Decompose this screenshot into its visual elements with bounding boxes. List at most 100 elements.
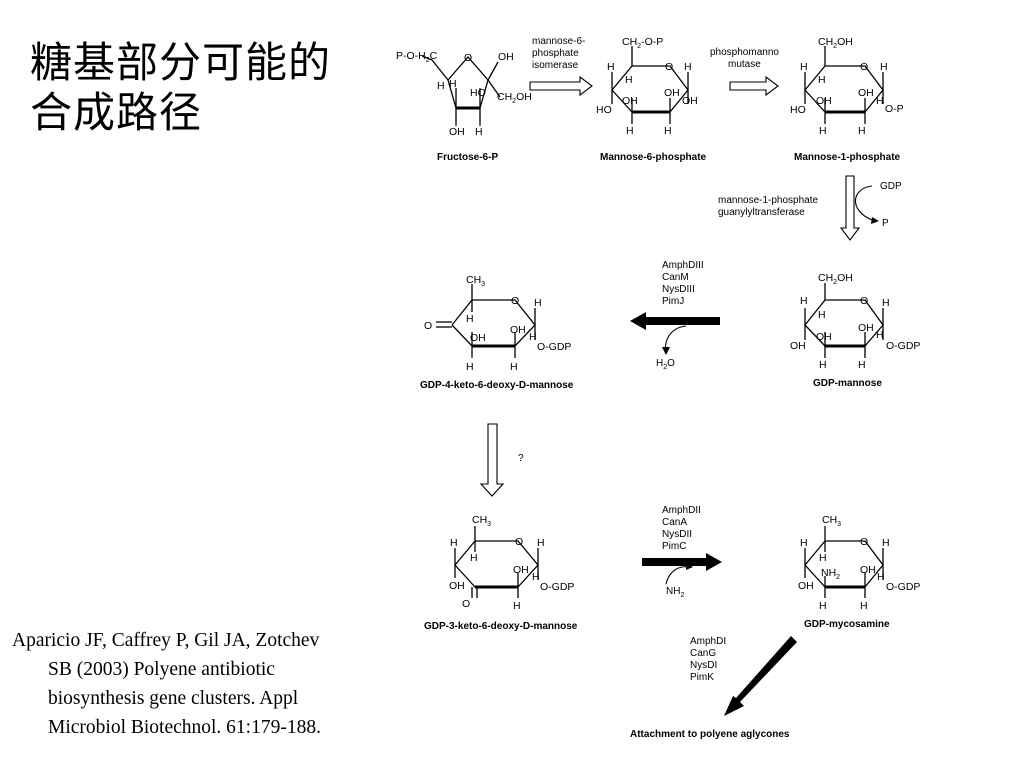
svg-text:H: H — [818, 309, 826, 321]
gdp-cofactor: GDP — [880, 181, 902, 192]
fructose-6p-label: Fructose-6-P — [437, 152, 498, 163]
svg-text:PimC: PimC — [662, 541, 686, 552]
final-step-label: Attachment to polyene aglycones — [630, 729, 790, 740]
water-curve — [664, 325, 687, 351]
gdp-curve — [854, 185, 873, 221]
svg-text:CH3: CH3 — [466, 274, 485, 288]
svg-text:H: H — [880, 61, 888, 73]
slide-title-line-1: 糖基部分可能的 — [30, 38, 332, 87]
svg-text:OH: OH — [682, 95, 698, 107]
svg-text:O: O — [515, 536, 523, 548]
mannose-1p-structure: CH2OH O H H H HO OH OH H O-P H H — [790, 36, 904, 137]
svg-text:H: H — [449, 78, 457, 90]
svg-text:O: O — [665, 61, 673, 73]
svg-text:H: H — [882, 297, 890, 309]
svg-text:H: H — [860, 600, 868, 612]
mutase-label: phosphomanno mutase — [710, 47, 779, 70]
mannose-1p-label: Mannose-1-phosphate — [794, 152, 901, 163]
arrow-step-2 — [729, 75, 779, 97]
unknown-enzyme: ? — [518, 453, 524, 464]
svg-text:NysDI: NysDI — [690, 660, 717, 671]
svg-text:O-GDP: O-GDP — [540, 581, 574, 593]
svg-text:H: H — [819, 359, 827, 371]
svg-text:mutase: mutase — [728, 59, 761, 70]
svg-text:CH2OH: CH2OH — [497, 91, 532, 105]
svg-text:H: H — [450, 537, 458, 549]
svg-text:H: H — [877, 571, 885, 583]
svg-text:H: H — [537, 537, 545, 549]
svg-text:H: H — [876, 329, 884, 341]
citation: Aparicio JF, Caffrey P, Gil JA, Zotchev … — [12, 626, 422, 742]
svg-text:H: H — [625, 74, 633, 86]
gdp-3keto-structure: CH3 O H H H OH OH H O-GDP O H — [449, 514, 574, 612]
arrow-step-3 — [839, 175, 861, 241]
svg-text:H: H — [466, 313, 474, 325]
svg-text:H: H — [532, 571, 540, 583]
svg-text:O: O — [860, 295, 868, 307]
arrow-step-4 — [630, 312, 720, 330]
arrow-step-1 — [529, 75, 593, 97]
svg-text:H: H — [534, 297, 542, 309]
svg-text:HO: HO — [596, 104, 612, 116]
citation-line-1: Aparicio JF, Caffrey P, Gil JA, Zotchev — [12, 630, 320, 651]
svg-text:O: O — [511, 295, 519, 307]
svg-text:phosphate: phosphate — [532, 48, 579, 59]
svg-text:H: H — [475, 126, 483, 138]
svg-text:O: O — [462, 598, 470, 610]
svg-text:H: H — [513, 600, 521, 612]
svg-text:NysDII: NysDII — [662, 529, 692, 540]
svg-text:OH: OH — [513, 564, 529, 576]
svg-text:P-O-H2C: P-O-H2C — [396, 50, 438, 64]
svg-text:OH: OH — [798, 580, 814, 592]
isomerase-label: mannose-6- phosphate isomerase — [532, 36, 585, 71]
mannose-6p-structure: CH2-O-P O H H H HO OH OH OH H H — [596, 36, 698, 137]
svg-text:H: H — [819, 600, 827, 612]
svg-text:OH: OH — [790, 340, 806, 352]
svg-text:HO: HO — [470, 87, 486, 99]
svg-text:H: H — [876, 95, 884, 107]
svg-text:H: H — [858, 125, 866, 137]
svg-text:H: H — [819, 552, 827, 564]
svg-text:isomerase: isomerase — [532, 60, 579, 71]
arrow-step-7 — [724, 636, 797, 716]
svg-text:OH: OH — [510, 324, 526, 336]
arrow-step-6 — [642, 553, 722, 571]
gdp-mycosamine-label: GDP-mycosamine — [804, 619, 890, 630]
svg-text:mannose-1-phosphate: mannose-1-phosphate — [718, 195, 819, 206]
svg-text:AmphDIII: AmphDIII — [662, 260, 704, 271]
svg-text:H: H — [664, 125, 672, 137]
svg-text:NH2: NH2 — [821, 567, 840, 581]
svg-text:CH2OH: CH2OH — [818, 272, 853, 286]
svg-text:mannose-6-: mannose-6- — [532, 36, 585, 47]
svg-text:O-GDP: O-GDP — [886, 581, 920, 593]
gdp-mannose-label: GDP-mannose — [813, 378, 882, 389]
svg-text:AmphDI: AmphDI — [690, 636, 726, 647]
mannose-6p-label: Mannose-6-phosphate — [600, 152, 707, 163]
dehydratase-enzymes: AmphDIII CanM NysDIII PimJ — [662, 260, 704, 307]
svg-text:OH: OH — [449, 126, 465, 138]
ammonia-curve — [665, 566, 689, 585]
guanylyltransferase-label: mannose-1-phosphate guanylyltransferase — [718, 195, 819, 218]
svg-text:H: H — [858, 359, 866, 371]
svg-text:H: H — [437, 80, 445, 92]
svg-text:CH2OH: CH2OH — [818, 36, 853, 50]
slide-title: 糖基部分可能的 合成路径 — [30, 38, 370, 138]
gdp-3keto-label: GDP-3-keto-6-deoxy-D-mannose — [424, 621, 578, 632]
svg-text:H: H — [800, 295, 808, 307]
svg-text:H: H — [529, 331, 537, 343]
svg-text:CH3: CH3 — [822, 514, 841, 528]
ammonia-donor: NH2 — [666, 586, 684, 599]
svg-text:guanylyltransferase: guanylyltransferase — [718, 207, 805, 218]
arrow-step-5 — [479, 423, 505, 497]
svg-text:CanA: CanA — [662, 517, 687, 528]
svg-text:O: O — [860, 536, 868, 548]
svg-text:OH: OH — [816, 95, 832, 107]
svg-text:NysDIII: NysDIII — [662, 284, 695, 295]
svg-text:HO: HO — [790, 104, 806, 116]
slide-title-line-2: 合成路径 — [30, 88, 203, 137]
svg-text:O: O — [464, 52, 472, 64]
svg-text:AmphDII: AmphDII — [662, 505, 701, 516]
svg-text:O-P: O-P — [885, 103, 904, 115]
svg-text:CH3: CH3 — [472, 514, 491, 528]
